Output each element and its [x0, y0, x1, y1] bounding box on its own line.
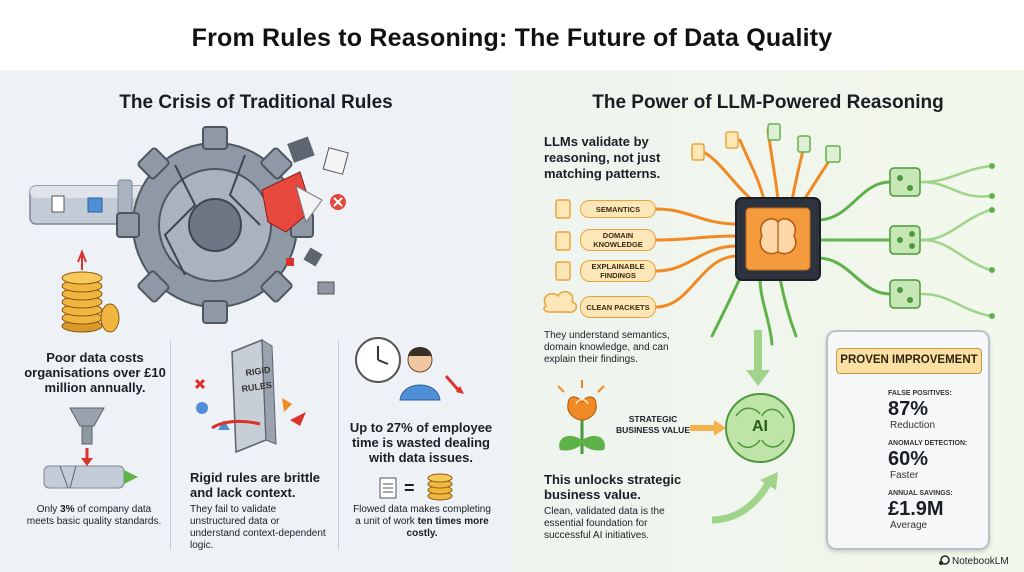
- document-equals-coins-icon: [379, 473, 453, 501]
- header: [0, 0, 1024, 70]
- rigid-title: Rigid rules are brittle and lack context…: [190, 470, 321, 500]
- input-pill-explainable-findings: EXPLAINABLE FINDINGS: [580, 260, 656, 282]
- input-pill-clean-packets: CLEAN PACKETS: [580, 296, 656, 318]
- rigid-desc: They fail to validate unstructured data …: [190, 504, 326, 551]
- coin-stack-icon: [61, 249, 120, 333]
- metric-sub-annual-savings: Average: [890, 520, 928, 531]
- quality-pct: 3%: [60, 504, 75, 515]
- metric-sub-anomaly-detection: Faster: [890, 470, 919, 481]
- funnel-filter-icon: [43, 407, 138, 489]
- brain-chip-icon: [735, 197, 821, 281]
- svg-text:RULES: RULES: [241, 380, 273, 394]
- foundation-text: Clean, validated data is the essential f…: [544, 506, 665, 541]
- flower-growth-icon: [557, 380, 605, 454]
- flowed-pre: Flowed data makes completing a unit of w…: [353, 504, 491, 527]
- left-divider-1: [170, 340, 171, 550]
- input-pill-domain-knowledge: DOMAIN KNOWLEDGE: [580, 229, 656, 251]
- svg-text:RIGID: RIGID: [245, 365, 272, 378]
- rigid-rules-wall-icon: RIGID RULES: [194, 338, 306, 454]
- cost-text: Poor data costs organisations over £10 m…: [24, 350, 166, 395]
- brand-label: NotebookLM: [952, 556, 1009, 567]
- left-divider-2: [338, 340, 339, 550]
- tagline: LLMs validate by reasoning, not just mat…: [544, 134, 661, 181]
- quality-post: of company data meets basic quality stan…: [26, 504, 162, 527]
- metric-sub-false-positives: Reduction: [890, 420, 936, 431]
- flowed-bold: ten times more costly.: [406, 516, 489, 539]
- quality-pre: Only: [36, 504, 61, 515]
- ai-label: AI: [752, 418, 768, 435]
- unlock-text: This unlocks strategic business value.: [544, 472, 682, 502]
- input-pill-semantics: SEMANTICS: [580, 200, 656, 218]
- flowed-text: Flowed data makes completing a unit of w…: [352, 504, 492, 540]
- strategic-label: STRATEGIC BUSINESS VALUE: [616, 414, 690, 435]
- broken-gear-pipe-illustration: RIGID RULES: [29, 126, 464, 501]
- quality-text: Only 3% of company data meets basic qual…: [22, 504, 166, 528]
- main-title: From Rules to Reasoning: The Future of D…: [191, 24, 833, 52]
- metric-value-annual-savings: £1.9M: [888, 498, 944, 520]
- metric-label-anomaly-detection: ANOMALY DETECTION:: [888, 440, 968, 447]
- metric-value-anomaly-detection: 60%: [888, 448, 929, 470]
- right-heading: The Power of LLM-Powered Reasoning: [592, 92, 944, 113]
- proven-improvement-title: PROVEN IMPROVEMENT: [836, 348, 982, 374]
- understand-text: They understand semantics, domain knowle…: [544, 330, 670, 365]
- notebooklm-logo-icon: [939, 555, 950, 565]
- metric-label-false-positives: FALSE POSITIVES:: [888, 390, 952, 397]
- clock-worker-icon: [355, 337, 464, 401]
- time-title: Up to 27% of employee time is wasted dea…: [349, 420, 493, 465]
- equals-sign: =: [404, 478, 415, 498]
- metric-value-false-positives: 87%: [888, 398, 929, 420]
- left-heading: The Crisis of Traditional Rules: [119, 92, 393, 113]
- metric-label-annual-savings: ANNUAL SAVINGS:: [888, 490, 953, 497]
